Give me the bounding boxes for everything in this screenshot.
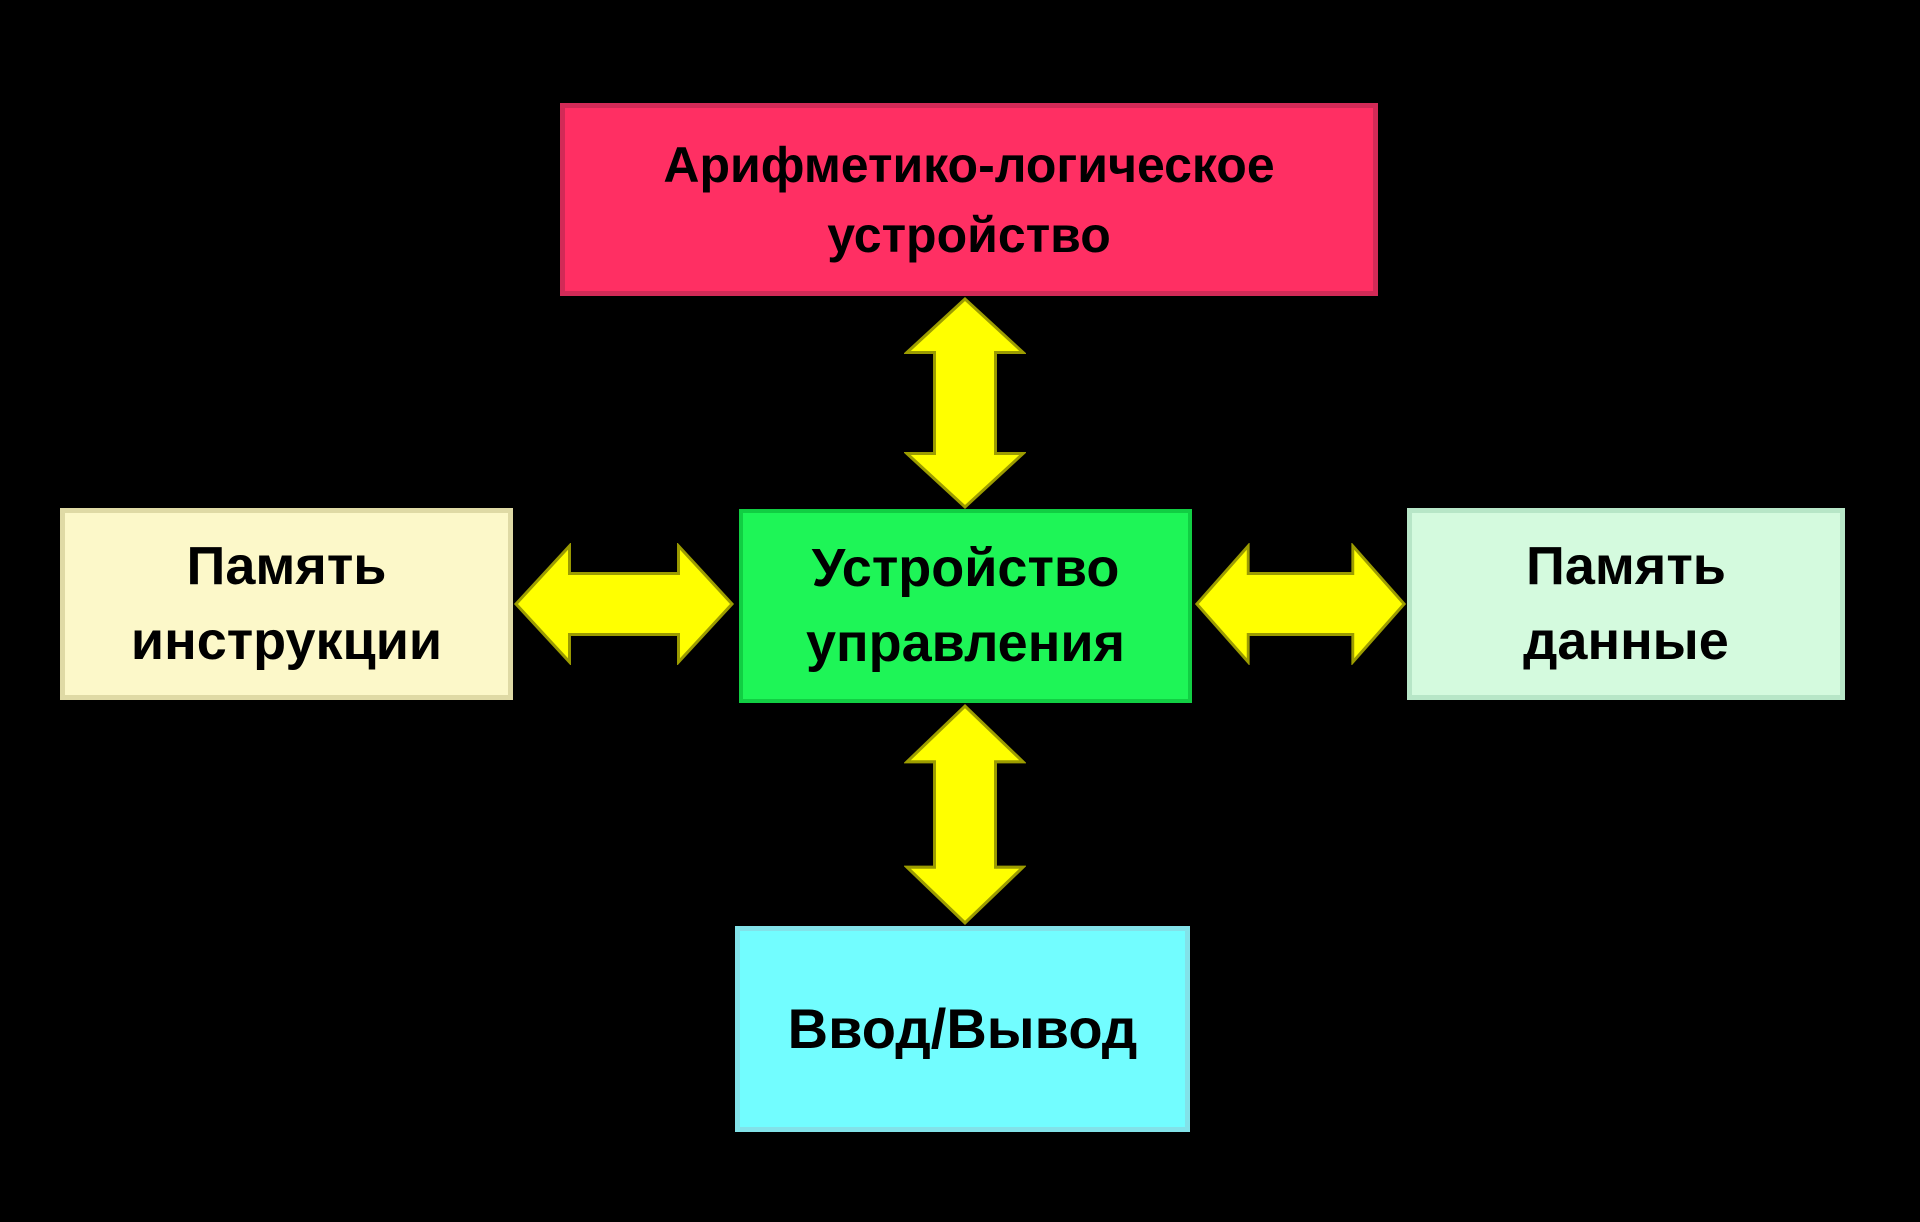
- double-arrow-control-data-icon: [1194, 543, 1407, 665]
- data-memory-label-line1: Память: [1526, 536, 1726, 596]
- instruction-memory-box: Память инструкции: [60, 508, 513, 700]
- io-box: Ввод/Вывод: [735, 926, 1190, 1132]
- double-arrow-shape: [904, 296, 1026, 510]
- instruction-memory-label-line2: инструкции: [130, 611, 443, 671]
- data-memory-box: Память данные: [1407, 508, 1845, 700]
- control-unit-label-line2: управления: [805, 613, 1126, 673]
- alu-label-line1: Арифметико-логическое: [663, 136, 1275, 193]
- double-arrow-shape: [1194, 543, 1407, 665]
- data-memory-label: Память данные: [1523, 529, 1729, 679]
- double-arrow-instruction-control-icon: [513, 543, 735, 665]
- double-arrow-control-io-icon: [904, 703, 1026, 926]
- data-memory-label-line2: данные: [1523, 611, 1729, 671]
- control-unit-label-line1: Устройство: [811, 538, 1120, 598]
- control-unit-label: Устройство управления: [806, 531, 1125, 681]
- double-arrow-alu-control-icon: [904, 296, 1026, 510]
- alu-box: Арифметико-логическое устройство: [560, 103, 1378, 296]
- control-unit-box: Устройство управления: [739, 509, 1192, 703]
- io-label: Ввод/Вывод: [788, 998, 1138, 1060]
- io-label-line1: Ввод/Вывод: [787, 997, 1138, 1060]
- instruction-memory-label-line1: Память: [186, 536, 387, 596]
- alu-label-line2: устройство: [827, 206, 1111, 263]
- instruction-memory-label: Память инструкции: [131, 529, 442, 679]
- double-arrow-shape: [904, 703, 1026, 926]
- alu-label: Арифметико-логическое устройство: [663, 130, 1274, 270]
- double-arrow-shape: [513, 543, 735, 665]
